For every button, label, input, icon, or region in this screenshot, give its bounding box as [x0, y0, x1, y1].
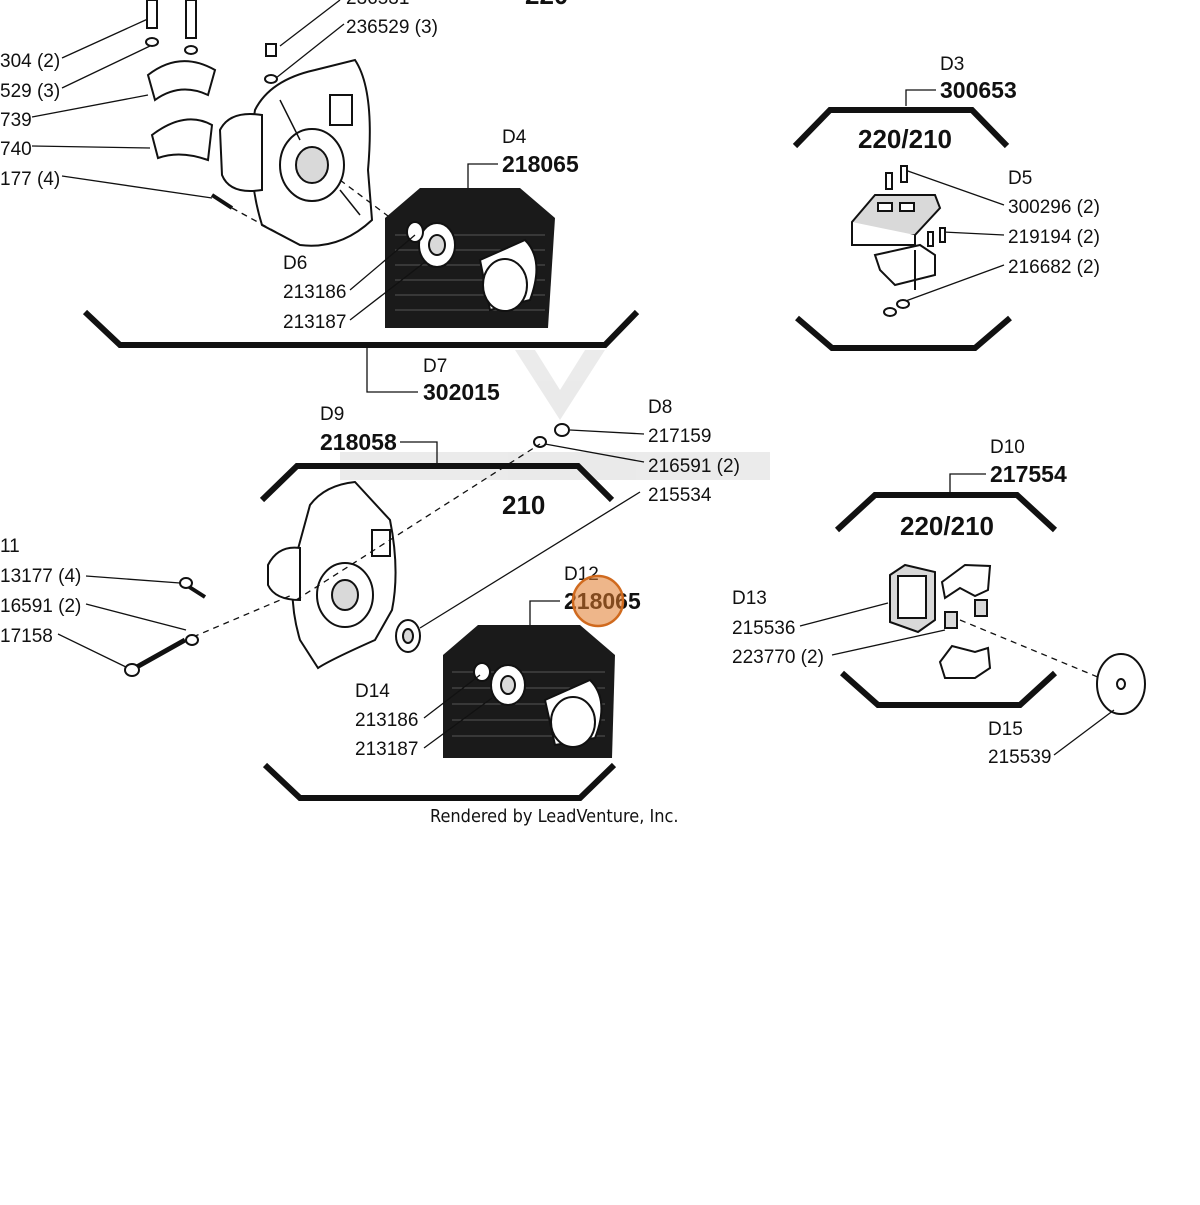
d6-part-a: 213186 — [283, 282, 346, 303]
d14-id: D14 — [355, 681, 390, 702]
d15-id: D15 — [988, 719, 1023, 740]
d8-part-b: 216591 (2) — [648, 456, 740, 477]
d10-bracket-bottom — [840, 670, 1058, 708]
top-cut-label-1: 236531 — [346, 0, 409, 9]
seal-washer-icon — [395, 619, 421, 653]
clamp-upper-icon — [146, 60, 217, 102]
d3-bracket-top — [792, 107, 1010, 149]
switch-cover-icon — [851, 165, 942, 246]
d8-part-a: 217159 — [648, 426, 711, 447]
d14-part-a: 213186 — [355, 710, 418, 731]
switch-housing-icon — [889, 563, 992, 679]
d3-id: D3 — [940, 54, 964, 75]
d7-part-number: 302015 — [423, 379, 500, 405]
d9-model: 210 — [502, 490, 545, 520]
d11-part-a: 13177 (4) — [0, 566, 81, 587]
nut-icon — [533, 423, 570, 448]
d11-id: 11 — [0, 536, 20, 557]
d8-part-c: 215534 — [648, 485, 712, 506]
clamp-lower-icon — [150, 118, 214, 162]
d10-part-number: 217554 — [990, 461, 1067, 487]
d3-model: 220/210 — [858, 124, 952, 154]
d15-part-a: 215539 — [988, 747, 1051, 768]
d4-id: D4 — [502, 127, 527, 148]
d3-part-number: 300653 — [940, 77, 1017, 103]
d6-part-b: 213187 — [283, 312, 346, 333]
d5-part-c: 216682 (2) — [1008, 257, 1100, 278]
top-cut-label-2: 236529 (3) — [346, 17, 438, 38]
d14-part-b: 213187 — [355, 739, 418, 760]
d10-id: D10 — [990, 437, 1025, 458]
d9-id: D9 — [320, 404, 344, 425]
d13-id: D13 — [732, 588, 767, 609]
d10-model: 220/210 — [900, 511, 994, 541]
highlight-marker[interactable] — [571, 574, 625, 628]
d9-part-number: 218058 — [320, 429, 397, 455]
left-label-2: 529 (3) — [0, 81, 60, 102]
d7-bracket — [82, 309, 640, 348]
d9-bracket-top — [259, 463, 615, 503]
d5-id: D5 — [1008, 168, 1032, 189]
d10-bracket-top — [834, 492, 1058, 533]
render-credit: Rendered by LeadVenture, Inc. — [430, 806, 679, 827]
d9-bracket-bottom — [262, 762, 617, 801]
engine-housing-220-icon — [218, 58, 374, 247]
bearing-kit-box-d12 — [443, 625, 615, 758]
engine-housing-210-icon — [267, 480, 397, 670]
d13-part-b: 223770 (2) — [732, 647, 824, 668]
d13-part-a: 215536 — [732, 618, 795, 639]
left-label-1: 304 (2) — [0, 51, 60, 72]
d5-part-b: 219194 (2) — [1008, 227, 1100, 248]
bolt-icon — [145, 0, 198, 55]
d4-part-number: 218065 — [502, 151, 579, 177]
left-label-5: 177 (4) — [0, 169, 60, 190]
mounting-bracket-icon — [873, 227, 946, 317]
left-label-3: 739 — [0, 110, 32, 131]
d11-part-b: 16591 (2) — [0, 596, 81, 617]
d7-id: D7 — [423, 356, 447, 377]
d8-id: D8 — [648, 397, 672, 418]
top-cut-model: 220 — [525, 0, 568, 10]
d6-id: D6 — [283, 253, 307, 274]
d5-part-a: 300296 (2) — [1008, 197, 1100, 218]
left-label-4: 740 — [0, 139, 32, 160]
screw-icon — [210, 43, 278, 210]
washer-disc-icon — [1096, 653, 1146, 715]
bolt-icon — [124, 577, 207, 677]
d11-part-c: 17158 — [0, 626, 53, 647]
d3-bracket-bottom — [795, 315, 1012, 351]
bearing-kit-box-d4 — [385, 188, 555, 328]
